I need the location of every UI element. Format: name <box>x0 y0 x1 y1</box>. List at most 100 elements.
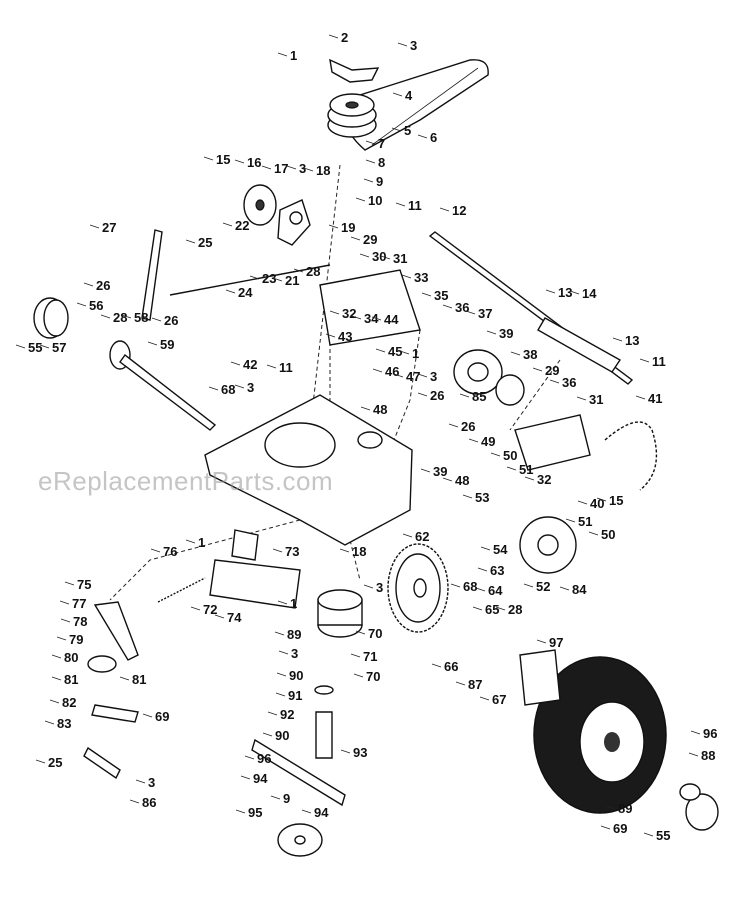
callout-label: 72 <box>203 602 217 617</box>
callout-leader-line <box>365 140 376 145</box>
callout-label: 95 <box>248 805 262 820</box>
axle-shaft-left <box>109 340 217 431</box>
callout-label: 18 <box>316 163 330 178</box>
shaft-sleeve <box>537 317 622 373</box>
wheel-hub <box>519 649 561 706</box>
callout-leader-line <box>276 672 287 677</box>
callout-label: 42 <box>243 357 257 372</box>
callout-label: 67 <box>492 692 506 707</box>
callout-leader-line <box>222 222 233 227</box>
callout-label: 96 <box>257 751 271 766</box>
callout-label: 38 <box>523 347 537 362</box>
callout-leader-line <box>135 779 146 784</box>
callout-label: 3 <box>291 646 298 661</box>
callout-label: 11 <box>279 360 293 375</box>
callout-leader-line <box>475 587 486 592</box>
callout-leader-line <box>372 368 383 373</box>
callout-leader-line <box>596 497 607 502</box>
callout-label: 57 <box>52 340 66 355</box>
callout-leader-line <box>420 468 431 473</box>
callout-leader-line <box>393 373 404 378</box>
callout-leader-line <box>472 606 483 611</box>
callout-label: 89 <box>287 627 301 642</box>
callout-leader-line <box>89 224 100 229</box>
callout-label: 1 <box>198 535 205 550</box>
sprocket-plate <box>495 374 525 406</box>
callout-label: 13 <box>625 333 639 348</box>
callout-label: 24 <box>238 285 253 300</box>
callout-label: 37 <box>478 306 492 321</box>
callout-label: 82 <box>62 695 76 710</box>
callout-leader-line <box>399 350 410 355</box>
callout-leader-line <box>588 531 599 536</box>
callout-label: 90 <box>275 728 289 743</box>
callout-label: 91 <box>288 688 302 703</box>
tension-spring <box>157 577 206 603</box>
callout-leader-line <box>450 583 461 588</box>
callout-leader-line <box>303 167 314 172</box>
callout-leader-line <box>477 567 488 572</box>
callout-leader-line <box>402 533 413 538</box>
callout-label: 45 <box>388 344 402 359</box>
callout-leader-line <box>249 275 260 280</box>
callout-label: 3 <box>247 380 254 395</box>
callout-leader-line <box>363 584 374 589</box>
callout-label: 88 <box>701 748 715 763</box>
callout-label: 86 <box>142 795 156 810</box>
callout-label: 32 <box>342 306 356 321</box>
callout-label: 70 <box>366 669 380 684</box>
callout-leader-line <box>392 92 403 97</box>
callout-label: 75 <box>77 577 91 592</box>
drive-wheel <box>533 656 667 814</box>
callout-label: 3 <box>430 369 437 384</box>
callout-leader-line <box>240 775 251 780</box>
callout-label: 80 <box>64 650 78 665</box>
callout-label: 39 <box>499 326 513 341</box>
callout-label: 3 <box>299 161 306 176</box>
callout-leader-line <box>267 711 278 716</box>
callout-leader-line <box>203 156 214 161</box>
callout-leader-line <box>277 52 288 57</box>
transmission-housing <box>204 269 421 546</box>
callout-label: 87 <box>468 677 482 692</box>
idler-pulley <box>243 184 277 226</box>
callout-label: 92 <box>280 707 294 722</box>
callout-leader-line <box>401 274 412 279</box>
callout-leader-line <box>395 202 406 207</box>
callout-leader-line <box>559 586 570 591</box>
callout-leader-line <box>261 165 272 170</box>
callout-label: 47 <box>406 369 420 384</box>
callout-label: 69 <box>155 709 169 724</box>
callout-label: 3 <box>376 580 383 595</box>
callout-leader-line <box>185 239 196 244</box>
callout-leader-line <box>76 302 87 307</box>
callout-leader-line <box>328 224 339 229</box>
callout-leader-line <box>83 282 94 287</box>
callout-label: 74 <box>227 610 242 625</box>
drive-chain <box>604 421 658 491</box>
callout-leader-line <box>565 518 576 523</box>
callout-leader-line <box>230 361 241 366</box>
callout-label: 97 <box>549 635 563 650</box>
callout-leader-line <box>119 676 130 681</box>
callout-leader-line <box>278 650 289 655</box>
callout-label: 11 <box>408 198 422 213</box>
callout-leader-line <box>360 406 371 411</box>
callout-label: 28 <box>113 310 127 325</box>
callout-label: 23 <box>262 271 276 286</box>
callout-label: 33 <box>414 270 428 285</box>
callout-label: 36 <box>562 375 576 390</box>
callout-leader-line <box>339 548 350 553</box>
callout-label: 25 <box>198 235 212 250</box>
callout-label: 9 <box>283 791 290 806</box>
callout-label: 6 <box>430 130 437 145</box>
callout-label: 44 <box>384 312 399 327</box>
caster-wheel <box>277 823 323 857</box>
callout-label: 84 <box>572 582 587 597</box>
callout-leader-line <box>468 438 479 443</box>
callout-label: 49 <box>481 434 495 449</box>
gear-case <box>317 589 363 638</box>
callout-leader-line <box>605 805 616 810</box>
callout-leader-line <box>270 795 281 800</box>
